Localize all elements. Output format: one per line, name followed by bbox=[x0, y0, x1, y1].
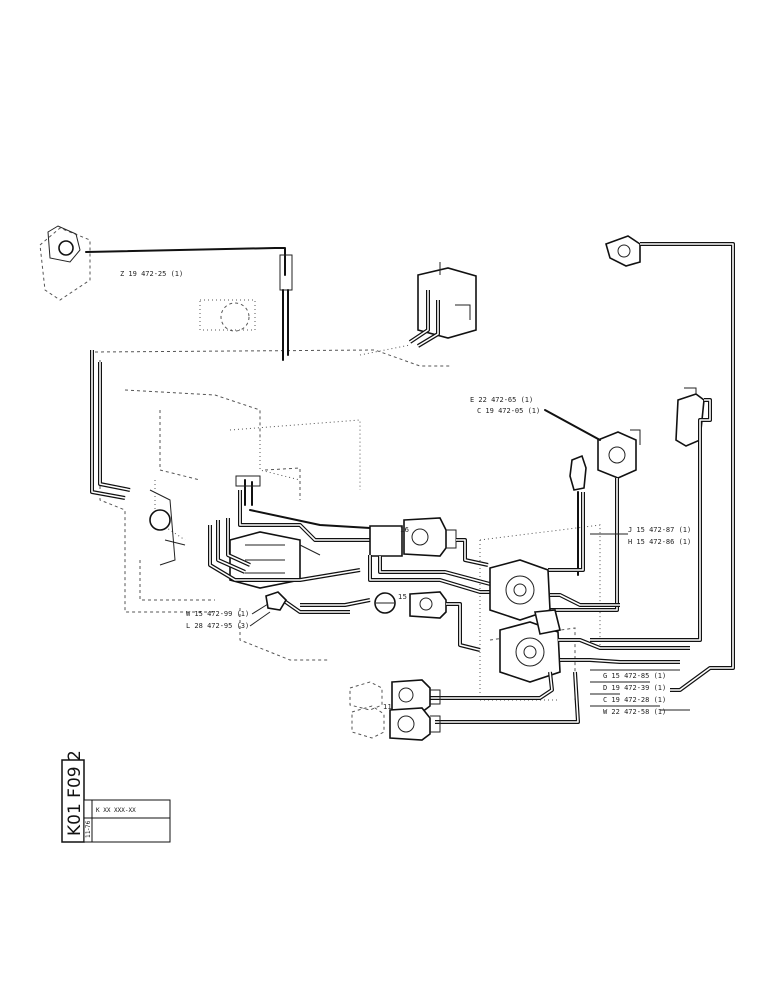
label-h: H 15 472-86 (1) bbox=[628, 538, 691, 546]
title-block: K01 F09 2 K XX XXX-XX 11-76 bbox=[61, 750, 171, 843]
label-l: L 28 472-95 (3) bbox=[186, 622, 249, 630]
lower-valves: 11 bbox=[349, 679, 441, 741]
callout-16: 16 bbox=[400, 526, 409, 534]
label-e: E 22 472-65 (1) bbox=[470, 396, 533, 404]
valve-15: 15 bbox=[278, 591, 481, 652]
label-w-low: W 22 472-58 (1) bbox=[603, 708, 666, 716]
label-j: J 15 472-87 (1) bbox=[628, 526, 691, 534]
callout-15: 15 bbox=[398, 593, 407, 601]
pressure-switch bbox=[590, 387, 712, 642]
drawing-code: K01 F09 2 bbox=[65, 750, 85, 836]
top-left-fitting: Z 19 472-25 (1) bbox=[47, 225, 293, 361]
label-d: D 19 472-39 (1) bbox=[603, 684, 666, 692]
middle-right-valve: E 22 472-65 (1) C 19 472-05 (1) J 15 472… bbox=[470, 396, 691, 612]
central-pump-assembly bbox=[208, 475, 380, 589]
valve-16: 16 bbox=[368, 517, 520, 594]
label-c-low: C 19 472-28 (1) bbox=[603, 696, 666, 704]
left-hose-bundle bbox=[90, 350, 186, 566]
reference-number: K XX XXX-XX bbox=[96, 807, 136, 814]
label-z: Z 19 472-25 (1) bbox=[120, 270, 183, 278]
revision-date: 11-76 bbox=[85, 820, 92, 838]
lower-left-labels: W 15 472-99 (1) L 28 472-95 (3) bbox=[186, 591, 288, 630]
callout-11: 11 bbox=[383, 703, 392, 711]
label-c-top: C 19 472-05 (1) bbox=[477, 407, 540, 415]
right-pump-stack bbox=[430, 559, 690, 724]
lower-right-labels: G 15 472-85 (1) D 19 472-39 (1) C 19 472… bbox=[603, 672, 690, 716]
right-return-line bbox=[605, 235, 735, 692]
label-g: G 15 472-85 (1) bbox=[603, 672, 666, 680]
top-center-component bbox=[359, 262, 477, 356]
label-w-left: W 15 472-99 (1) bbox=[186, 610, 249, 618]
